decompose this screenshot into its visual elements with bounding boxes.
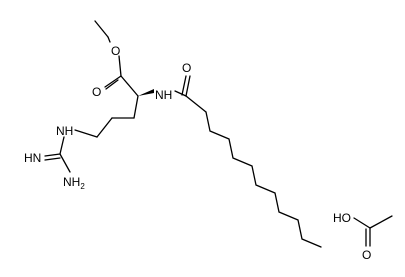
bond-ethyl-ch3-ch2	[94, 20, 109, 38]
bond-amide-c-chain	[185, 95, 207, 113]
bond-guan-c-nh2	[59, 153, 71, 173]
atom-label-acid-ho: HO	[333, 211, 351, 225]
atom-label-carbonyl-oxygen: O	[92, 85, 101, 99]
bond-side-3-nh	[74, 129, 98, 138]
acetic-acid	[353, 215, 393, 247]
bond-carbonyl-c-o-double-a	[104, 75, 122, 88]
bond-carbonyl-c-alpha-c	[120, 75, 139, 97]
bond-acid-ho-c	[353, 217, 371, 229]
bond-nh-amide-c	[174, 90, 187, 97]
bond-amide-c-o-double-a	[185, 75, 191, 97]
arginine-side-chain	[74, 95, 139, 138]
atom-label-nh2-subscript: 2	[80, 182, 85, 191]
bond-acid-c-ch3	[369, 215, 393, 229]
atom-label-guanidine-nh: NH	[56, 124, 73, 138]
bond-side-2-side-3	[96, 117, 113, 138]
bond-ester-o-carbonyl-c	[118, 55, 122, 77]
atom-label-guanidine-nh2: NH2	[63, 175, 85, 191]
guanidine-group	[44, 136, 71, 173]
dodecyl-chain-bonds	[205, 111, 322, 248]
atom-label-ester-oxygen: O	[111, 44, 120, 58]
alkyl-chain	[205, 111, 322, 248]
bond-carbonyl-c-o-double-b	[105, 79, 119, 90]
bond-alpha-c-side-1	[133, 95, 139, 119]
bond-amide-c-o-double-b	[181, 75, 187, 96]
amide-group	[138, 75, 207, 113]
atom-label-guanidine-hn: HN	[24, 151, 41, 165]
bond-nh-guan-c	[59, 136, 65, 155]
atom-label-amide-nh: NH	[155, 88, 172, 102]
stereo-wedge-bond	[138, 89, 154, 96]
atom-label-amide-oxygen: O	[182, 61, 191, 75]
atom-labels: O O O NH NH HN NH2 HO O	[24, 44, 371, 262]
bond-ethyl-ch2-o	[107, 36, 111, 43]
atom-label-acid-oxygen: O	[362, 248, 371, 262]
ethyl-ester-group	[94, 20, 139, 97]
bond-guan-c-hn-double-a	[44, 153, 61, 157]
atom-label-nh2-main: NH	[63, 175, 80, 189]
bond-guan-c-hn-double-b	[44, 157, 61, 161]
